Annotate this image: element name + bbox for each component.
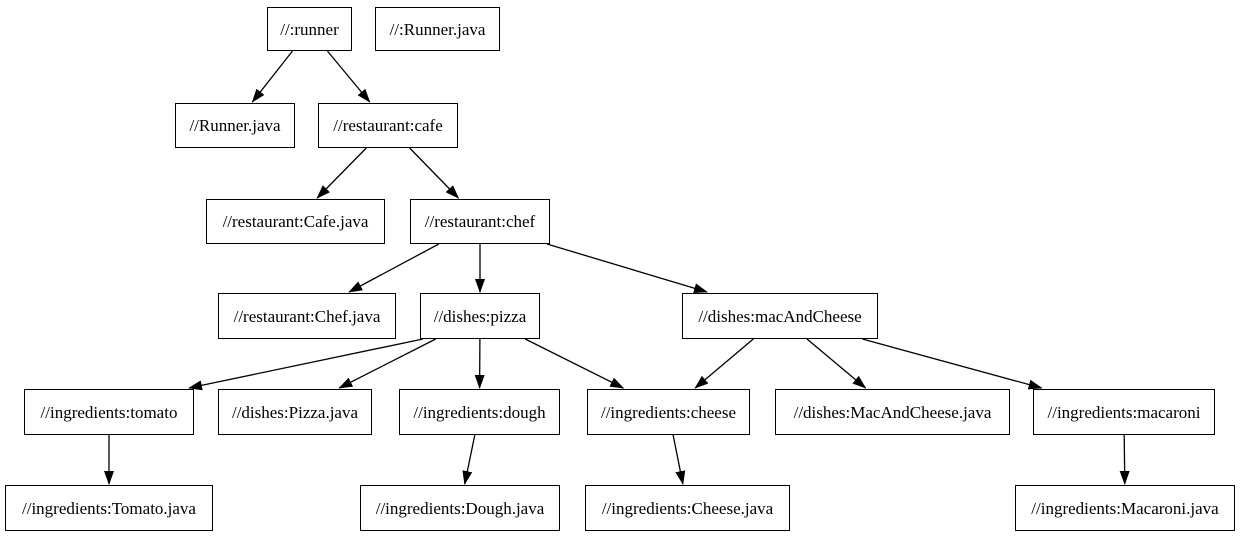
graph-node-chef: //restaurant:chef [410, 199, 550, 244]
graph-node-runner-java: //Runner.java [175, 103, 295, 148]
graph-node-mac-and-cheese: //dishes:macAndCheese [682, 293, 878, 339]
edges-group [104, 50, 1130, 485]
dependency-edge-dough-to-dough-java [462, 434, 476, 485]
dependency-edge-chef-to-mac-and-cheese [546, 243, 708, 294]
dependency-edge-pizza-to-tomato [188, 338, 424, 391]
graph-node-pizza: //dishes:pizza [420, 293, 540, 339]
graph-node-cafe-java: //restaurant:Cafe.java [206, 199, 385, 244]
graph-node-dough: //ingredients:dough [399, 389, 560, 435]
dependency-edge-cafe-to-chef [409, 147, 460, 199]
graph-node-runner-java-root: //:Runner.java [375, 7, 500, 51]
dependency-edge-cafe-to-cafe-java [316, 147, 367, 199]
dependency-edge-runner-to-runner-java [251, 50, 294, 103]
graph-node-tomato: //ingredients:tomato [24, 389, 194, 435]
dependency-edge-macaroni-to-macaroni-java [1119, 434, 1130, 485]
graph-node-cafe: //restaurant:cafe [318, 103, 458, 148]
graph-node-dough-java: //ingredients:Dough.java [360, 485, 560, 531]
dependency-edge-pizza-to-cheese [524, 338, 625, 389]
dependency-edge-chef-to-chef-java [348, 243, 440, 293]
graph-node-pizza-java: //dishes:Pizza.java [218, 389, 372, 435]
dependency-edge-pizza-to-pizza-java [338, 338, 436, 389]
dependency-edge-cheese-to-cheese-java [672, 434, 686, 485]
graph-node-mac-and-cheese-java: //dishes:MacAndCheese.java [775, 389, 1010, 435]
dependency-edge-runner-to-cafe [326, 50, 371, 103]
dependency-edge-mac-and-cheese-to-mac-and-cheese-java [806, 338, 867, 389]
graph-node-cheese: //ingredients:cheese [587, 389, 750, 435]
dependency-edge-mac-and-cheese-to-macaroni [862, 338, 1043, 390]
graph-node-tomato-java: //ingredients:Tomato.java [5, 485, 213, 531]
graph-node-runner: //:runner [267, 7, 352, 51]
graph-node-macaroni-java: //ingredients:Macaroni.java [1015, 485, 1235, 531]
graph-node-cheese-java: //ingredients:Cheese.java [585, 485, 790, 531]
graph-node-macaroni: //ingredients:macaroni [1033, 389, 1215, 435]
dependency-edge-mac-and-cheese-to-cheese [694, 338, 754, 389]
graph-node-chef-java: //restaurant:Chef.java [218, 293, 396, 339]
